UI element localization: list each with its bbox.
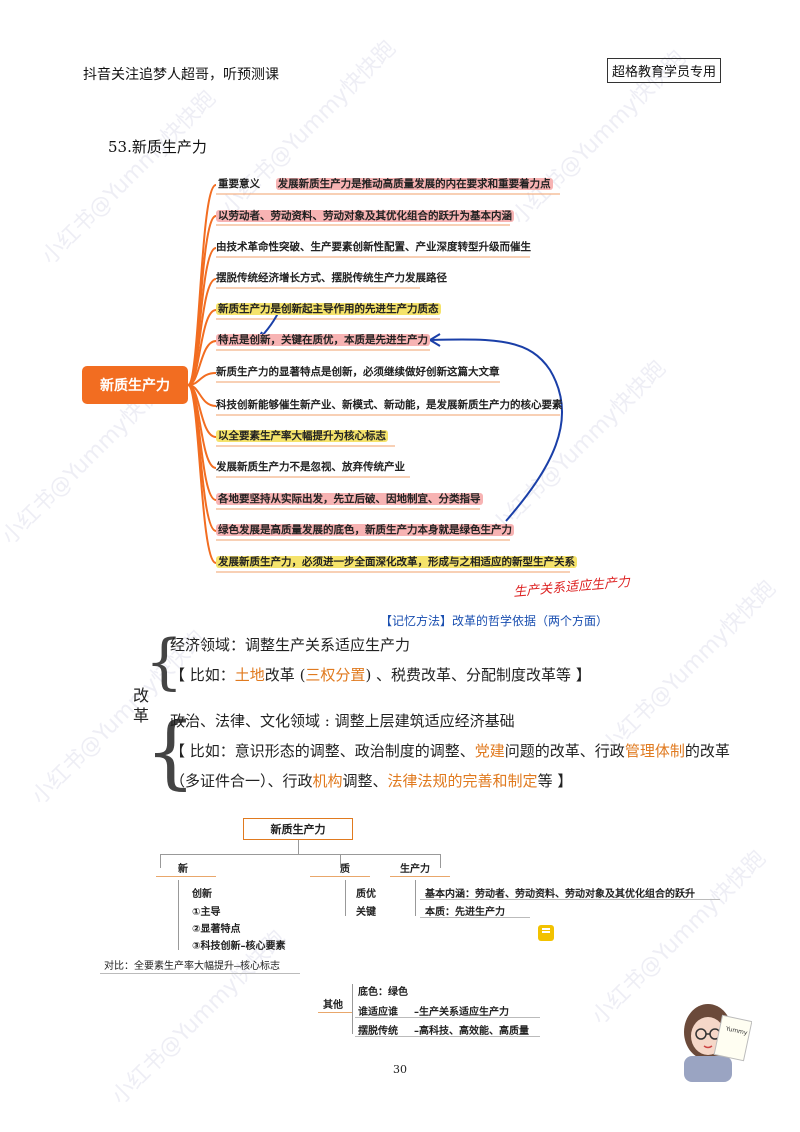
branch-text: 新质生产力是创新起主导作用的先进生产力质态 — [216, 303, 441, 315]
connector — [345, 880, 346, 916]
underline — [355, 1017, 540, 1018]
text-part: 党建 — [474, 742, 505, 760]
xin-item: ②显著特点 — [192, 924, 241, 935]
branch-item: 发展新质生产力，必须进一步全面深化改革，形成与之相适应的新型生产关系 — [216, 554, 577, 569]
other-item: 底色：绿色 — [358, 987, 408, 998]
text-part: 等 】 — [537, 772, 573, 790]
xin-item: 创新 — [192, 889, 212, 900]
memo-title: 【记忆方法】改革的哲学依据（两个方面） — [380, 614, 609, 628]
watermark: 小红书@Yummy快快跑 — [597, 575, 781, 760]
branch-prefix: 重要意义 — [218, 178, 260, 190]
underline — [420, 899, 720, 900]
text-part: ) 、税费改革、分配制度改革等 】 — [365, 666, 591, 684]
branch-text: 绿色发展是高质量发展的底色，新质生产力本身就是绿色生产力 — [216, 524, 514, 536]
text-part: 三权分置 — [305, 666, 366, 684]
branch-text: 各地要坚持从实际出发，先立后破、因地制宜、分类指导 — [216, 493, 483, 505]
mindmap-connectors — [187, 184, 570, 573]
zhi-item: 关键 — [356, 907, 376, 918]
other-item: 谁适应谁 — [358, 1007, 398, 1018]
header-left: 抖音关注追梦人超哥，听预测课 — [83, 67, 279, 83]
xin-item: ③科技创新–核心要素 — [192, 941, 286, 952]
scl-item: 本质：先进生产力 — [425, 907, 505, 918]
branch-item: 重要意义 发展新质生产力是推动高质量发展的内在要求和重要着力点 — [218, 176, 553, 191]
compare-note: 对比：全要素生产率大幅提升–核心标志 — [104, 961, 281, 972]
text-part: 土地 — [234, 666, 265, 684]
branch-item: 科技创新能够催生新产业、新模式、新动能，是发展新质生产力的核心要素 — [216, 399, 563, 411]
node-xin: 新 — [178, 864, 188, 875]
connector — [352, 984, 353, 1034]
memo-line-economy-example: 【 比如：土地改革 (三权分置) 、税费改革、分配制度改革等 】 — [170, 664, 591, 685]
scl-item: 基本内涵：劳动者、劳动资料、劳动对象及其优化组合的跃升 — [425, 889, 695, 900]
reform-label: 改革 — [133, 686, 150, 725]
connector — [160, 854, 440, 855]
branch-item: 各地要坚持从实际出发，先立后破、因地制宜、分类指导 — [216, 491, 483, 506]
underline — [355, 1036, 540, 1037]
memo-line-politics-example: 【 比如：意识形态的调整、政治制度的调整、党建问题的改革、行政管理体制的改革 — [170, 740, 730, 761]
text-part: 【 比如： — [170, 666, 235, 684]
memo-line-politics-example-2: （多证件合一）、行政机构调整、法律法规的完善和制定等 】 — [170, 770, 572, 791]
connector — [415, 880, 416, 916]
branch-item: 以全要素生产率大幅提升为核心标志 — [216, 428, 388, 443]
section-title: 53.新质生产力 — [108, 138, 207, 156]
brace-top: { — [145, 627, 184, 697]
branch-item: 绿色发展是高质量发展的底色，新质生产力本身就是绿色生产力 — [216, 522, 514, 537]
text-part: 问题的改革、行政 — [504, 742, 625, 760]
branch-text: 以全要素生产率大幅提升为核心标志 — [216, 430, 388, 442]
text-part: 调整、 — [342, 772, 388, 790]
branch-text: 发展新质生产力是推动高质量发展的内在要求和重要着力点 — [275, 178, 553, 190]
underline — [390, 876, 450, 877]
connector — [160, 854, 161, 868]
text-part: 【 比如：意识形态的调整、政治制度的调整、 — [170, 742, 475, 760]
branch-item: 以劳动者、劳动资料、劳动对象及其优化组合的跃升为基本内涵 — [216, 208, 514, 223]
text-part: 法律法规的完善和制定 — [387, 772, 538, 790]
other-label: 其他 — [323, 1000, 343, 1011]
mindmap-new-productivity: 新质生产力 重要意义 发展新质生产力是推动高质量发展的内在要求和重要着力点 以劳… — [80, 170, 600, 575]
page-number: 30 — [393, 1063, 407, 1076]
text-part: 机构 — [312, 772, 343, 790]
text-part: 管理体制 — [624, 742, 685, 760]
underline — [310, 876, 370, 877]
text-part: 的改革 — [684, 742, 730, 760]
mindmap-center-node: 新质生产力 — [82, 366, 188, 404]
underline — [420, 917, 530, 918]
connector — [340, 854, 341, 868]
mindmap2-title: 新质生产力 — [243, 818, 353, 840]
node-zhi: 质 — [340, 864, 350, 875]
header-right-badge: 超格教育学员专用 — [607, 58, 722, 83]
avatar-book-text: Yummy — [724, 1025, 748, 1037]
branch-item: 特点是创新，关键在质优，本质是先进生产力 — [216, 332, 430, 347]
branch-item: 新质生产力是创新起主导作用的先进生产力质态 — [216, 301, 441, 316]
branch-text: 发展新质生产力，必须进一步全面深化改革，形成与之相适应的新型生产关系 — [216, 556, 577, 568]
connector — [178, 880, 179, 950]
branch-text: 以劳动者、劳动资料、劳动对象及其优化组合的跃升为基本内涵 — [216, 210, 514, 222]
text-part: 改革 ( — [264, 666, 306, 684]
memo-line-politics: 政治、法律、文化领域 : 调整上层建筑适应经济基础 — [170, 712, 515, 730]
branch-item: 由技术革命性突破、生产要素创新性配置、产业深度转型升级而催生 — [216, 241, 531, 253]
comment-icon[interactable] — [538, 925, 554, 941]
underline — [100, 973, 300, 974]
other-item-detail: –高科技、高效能、高质量 — [414, 1026, 529, 1037]
connector — [298, 840, 299, 854]
branch-item: 新质生产力的显著特点是创新，必须继续做好创新这篇大文章 — [216, 366, 500, 378]
connector — [440, 854, 441, 868]
other-item-detail: –生产关系适应生产力 — [414, 1007, 509, 1018]
underline — [318, 1012, 352, 1013]
avatar: Yummy — [676, 998, 753, 1082]
brace-bottom: { — [145, 705, 196, 798]
underline — [156, 876, 216, 877]
handwritten-note: 生产关系适应生产力 — [512, 574, 631, 601]
branch-text: 特点是创新，关键在质优，本质是先进生产力 — [216, 334, 430, 346]
zhi-item: 质优 — [356, 889, 376, 900]
node-shengchanli: 生产力 — [400, 864, 430, 875]
other-item: 摆脱传统 — [358, 1026, 398, 1037]
xin-item: ①主导 — [192, 907, 221, 918]
memo-line-economy: 经济领域：调整生产关系适应生产力 — [170, 636, 411, 654]
branch-item: 摆脱传统经济增长方式、摆脱传统生产力发展路径 — [216, 272, 447, 284]
text-part: （多证件合一）、行政 — [170, 772, 313, 790]
branch-item: 发展新质生产力不是忽视、放弃传统产业 — [216, 461, 405, 473]
